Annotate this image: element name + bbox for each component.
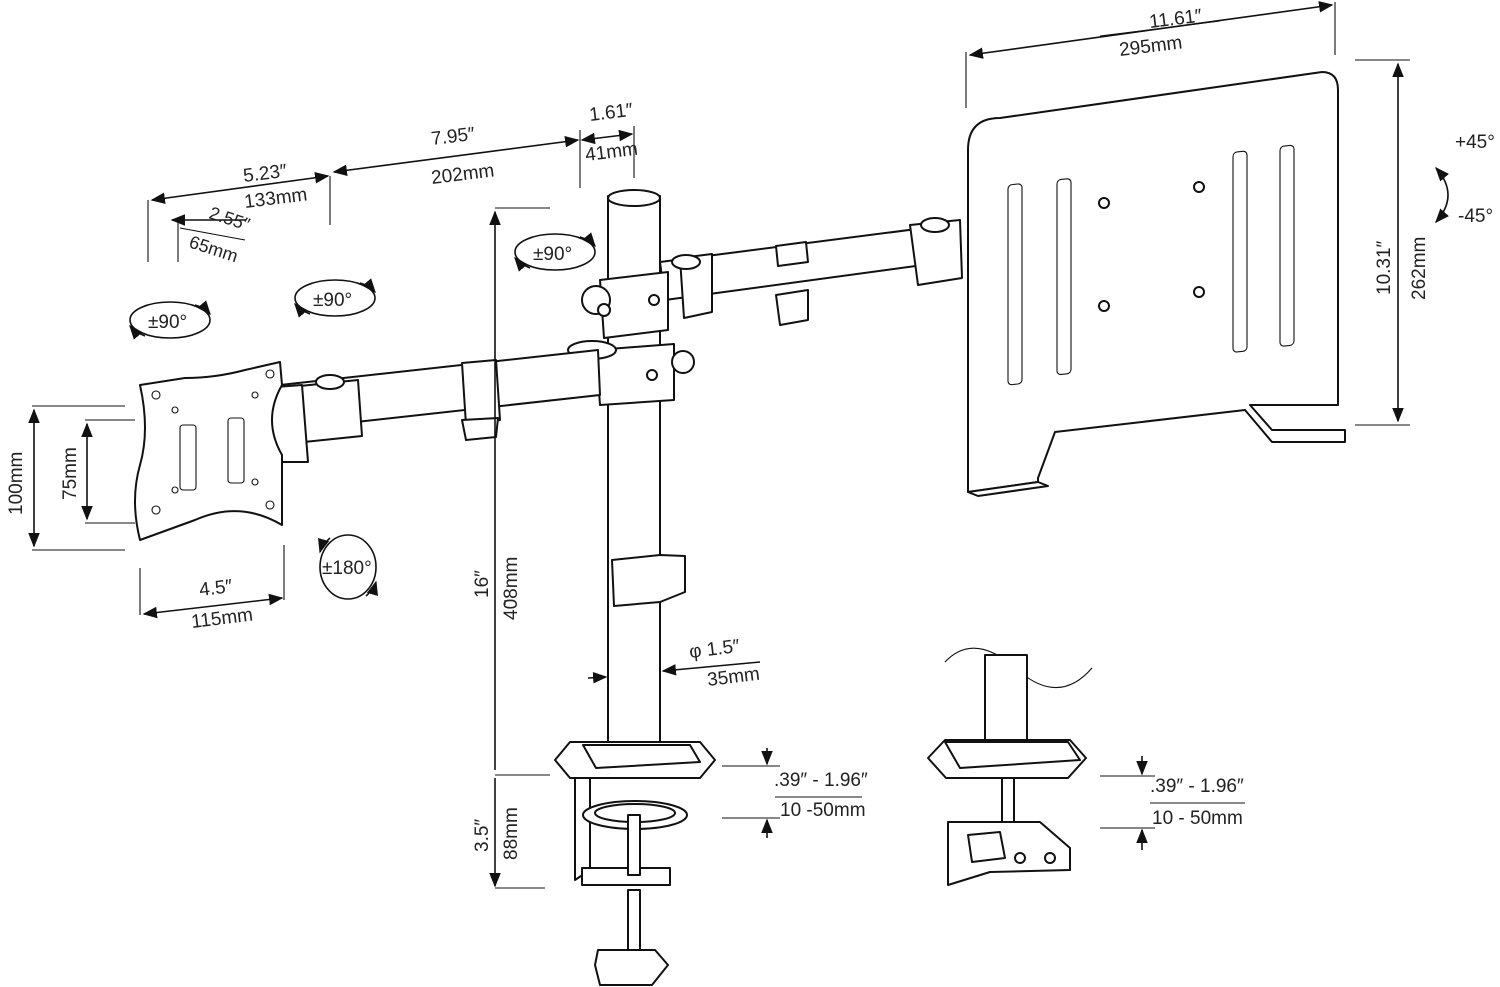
dimension-lines bbox=[28, 1, 1410, 889]
tray-screw bbox=[1098, 181, 1205, 312]
pole bbox=[567, 189, 695, 757]
tilt-up-label: +45° bbox=[1455, 132, 1495, 153]
upper-arm bbox=[659, 217, 963, 326]
arm-outer-mm-label: 133mm bbox=[243, 184, 308, 213]
laptop-tray bbox=[967, 71, 1346, 497]
tilt-down-label: -45° bbox=[1458, 206, 1493, 227]
rotation-symbols bbox=[129, 166, 1449, 600]
grommet-range-in-label: .39″ - 1.96″ bbox=[1150, 776, 1244, 797]
plate-width-mm-label: 115mm bbox=[190, 605, 254, 633]
vesa-plate bbox=[134, 361, 283, 541]
lower-arm bbox=[261, 349, 601, 463]
pole-swivel-label: ±90° bbox=[533, 244, 572, 265]
arm-swivel-label: ±90° bbox=[313, 290, 352, 311]
head-mm-label: 65mm bbox=[187, 232, 241, 266]
offset-mm-label: 41mm bbox=[584, 139, 639, 166]
vesa-large-label: 100mm bbox=[6, 452, 27, 515]
tray-width-mm-label: 295mm bbox=[1118, 32, 1183, 61]
tray-height-mm-label: 262mm bbox=[1409, 237, 1430, 300]
arm-mid-mm-label: 202mm bbox=[430, 160, 495, 189]
pole-height-in-label: 16″ bbox=[472, 570, 493, 598]
plate-width-in-label: 4.5″ bbox=[198, 576, 234, 601]
offset-in-label: 1.61″ bbox=[588, 100, 634, 126]
tray-slot bbox=[1007, 144, 1295, 386]
tray-height-in-label: 10.31″ bbox=[1374, 240, 1395, 295]
grommet-range-mm-label: 10 - 50mm bbox=[1152, 808, 1243, 829]
desk-clamp bbox=[554, 741, 716, 986]
rotation-labels: ±90° ±90° ±90° ±180° +45° -45° bbox=[148, 132, 1495, 579]
rotate-label: ±180° bbox=[322, 558, 372, 579]
clamp-in-label: 3.5″ bbox=[472, 819, 493, 852]
pole-diameter-mm-label: 35mm bbox=[706, 664, 761, 691]
clamp-mm-label: 88mm bbox=[501, 807, 522, 860]
arm-mid-in-label: 7.95″ bbox=[430, 124, 476, 150]
grommet-mount bbox=[927, 647, 1093, 886]
head-swivel-label: ±90° bbox=[148, 312, 187, 333]
clamp-range-mm-label: 10 -50mm bbox=[780, 800, 866, 821]
pole-diameter-in-label: φ 1.5″ bbox=[688, 636, 741, 663]
pole-height-mm-label: 408mm bbox=[501, 557, 522, 620]
clamp-range-in-label: .39″ - 1.96″ bbox=[774, 770, 868, 791]
vesa-small-label: 75mm bbox=[60, 447, 81, 500]
tray-width-in-label: 11.61″ bbox=[1148, 6, 1203, 33]
